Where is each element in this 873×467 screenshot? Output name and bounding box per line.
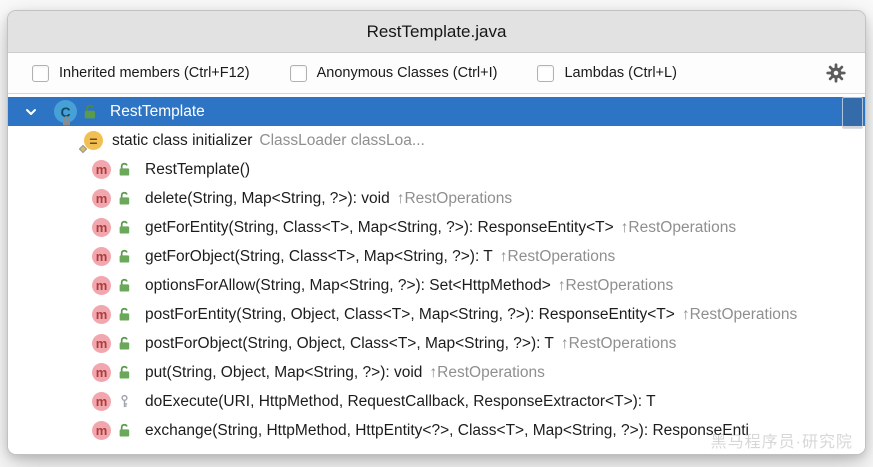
public-open-lock-icon <box>117 307 132 322</box>
tree-row[interactable]: m getForEntity(String, Class<T>, Map<Str… <box>8 213 865 242</box>
gear-icon <box>825 62 847 84</box>
method-icon: m <box>92 276 111 295</box>
class-icon-letter: C <box>60 103 71 120</box>
public-open-lock-icon <box>117 423 132 438</box>
method-icon: m <box>92 334 111 353</box>
public-open-lock-icon <box>82 104 98 120</box>
anonymous-classes-label: Anonymous Classes (Ctrl+I) <box>316 65 498 81</box>
file-structure-popup: RestTemplate.java Inherited members (Ctr… <box>7 10 866 455</box>
tree-row[interactable]: m put(String, Object, Map<String, ?>): v… <box>8 358 865 387</box>
member-signature: exchange(String, HttpMethod, HttpEntity<… <box>145 421 749 439</box>
member-detail-gray: ↑RestOperations <box>681 305 798 323</box>
method-icon: m <box>92 421 111 440</box>
protected-key-icon <box>117 394 132 409</box>
member-signature: getForObject(String, Class<T>, Map<Strin… <box>145 247 493 265</box>
method-icon: m <box>92 218 111 237</box>
tree-list: = static class initializer ClassLoader c… <box>8 126 865 445</box>
popup-title-bar: RestTemplate.java <box>8 11 865 53</box>
member-detail-gray: ↑RestOperations <box>396 189 513 207</box>
final-small-lock-icon <box>62 116 71 126</box>
member-signature: postForObject(String, Object, Class<T>, … <box>145 334 554 352</box>
member-detail-gray: ↑RestOperations <box>560 334 677 352</box>
member-signature: put(String, Object, Map<String, ?>): voi… <box>145 363 423 381</box>
member-detail-gray: ↑RestOperations <box>429 363 545 381</box>
member-signature: optionsForAllow(String, Map<String, ?>):… <box>145 276 551 294</box>
member-detail-gray: ClassLoader classLoa... <box>259 131 425 149</box>
method-icon: m <box>92 305 111 324</box>
tree-row[interactable]: m doExecute(URI, HttpMethod, RequestCall… <box>8 387 865 416</box>
tree-row[interactable]: m getForObject(String, Class<T>, Map<Str… <box>8 242 865 271</box>
member-signature: RestTemplate() <box>145 160 251 178</box>
lambdas-label: Lambdas (Ctrl+L) <box>564 65 677 81</box>
tree-row[interactable]: m delete(String, Map<String, ?>): void ↑… <box>8 184 865 213</box>
inherited-members-label: Inherited members (Ctrl+F12) <box>59 65 250 81</box>
popup-title: RestTemplate.java <box>366 21 507 41</box>
tree-row-root-class[interactable]: C RestTemplate <box>8 97 865 126</box>
tree-row[interactable]: m postForObject(String, Object, Class<T>… <box>8 329 865 358</box>
public-open-lock-icon <box>117 249 132 264</box>
public-open-lock-icon <box>117 191 132 206</box>
initializer-diamond-marker <box>78 144 88 154</box>
class-icon: C <box>54 100 77 126</box>
vertical-scrollbar-thumb[interactable] <box>842 97 863 129</box>
chevron-down-icon[interactable] <box>24 105 38 119</box>
member-signature: postForEntity(String, Object, Class<T>, … <box>145 305 675 323</box>
checkbox-lambdas[interactable]: Lambdas (Ctrl+L) <box>537 64 677 82</box>
anonymous-classes-checkbox[interactable] <box>289 64 307 82</box>
tree-row[interactable]: m postForEntity(String, Object, Class<T>… <box>8 300 865 329</box>
member-detail-gray: ↑RestOperations <box>499 247 616 265</box>
method-icon: m <box>92 363 111 382</box>
lambdas-checkbox[interactable] <box>537 64 555 82</box>
member-detail-gray: ↑RestOperations <box>620 218 737 236</box>
tree-row[interactable]: m RestTemplate() <box>8 155 865 184</box>
checkbox-anonymous-classes[interactable]: Anonymous Classes (Ctrl+I) <box>289 64 498 82</box>
member-signature: doExecute(URI, HttpMethod, RequestCallba… <box>145 392 656 410</box>
tree-row[interactable]: = static class initializer ClassLoader c… <box>8 126 865 155</box>
method-icon: m <box>92 392 111 411</box>
public-open-lock-icon <box>117 365 132 380</box>
checkbox-inherited-members[interactable]: Inherited members (Ctrl+F12) <box>32 64 250 82</box>
member-signature: static class initializer <box>112 131 253 149</box>
tree-row[interactable]: m optionsForAllow(String, Map<String, ?>… <box>8 271 865 300</box>
filter-toolbar: Inherited members (Ctrl+F12) Anonymous C… <box>8 53 865 94</box>
method-icon: m <box>92 189 111 208</box>
public-open-lock-icon <box>117 278 132 293</box>
public-open-lock-icon <box>117 162 132 177</box>
inherited-members-checkbox[interactable] <box>32 64 49 82</box>
member-signature: delete(String, Map<String, ?>): void <box>145 189 390 207</box>
member-signature: getForEntity(String, Class<T>, Map<Strin… <box>145 218 614 236</box>
method-icon: m <box>92 160 111 179</box>
root-class-label: RestTemplate <box>110 102 205 120</box>
settings-button[interactable] <box>823 60 849 86</box>
member-detail-gray: ↑RestOperations <box>557 276 674 294</box>
method-icon: m <box>92 247 111 266</box>
public-open-lock-icon <box>117 220 132 235</box>
public-open-lock-icon <box>117 336 132 351</box>
class-initializer-icon: = <box>78 131 103 154</box>
tree-row[interactable]: m exchange(String, HttpMethod, HttpEntit… <box>8 416 865 445</box>
structure-tree: C RestTemplate = static class initialize… <box>8 94 865 454</box>
